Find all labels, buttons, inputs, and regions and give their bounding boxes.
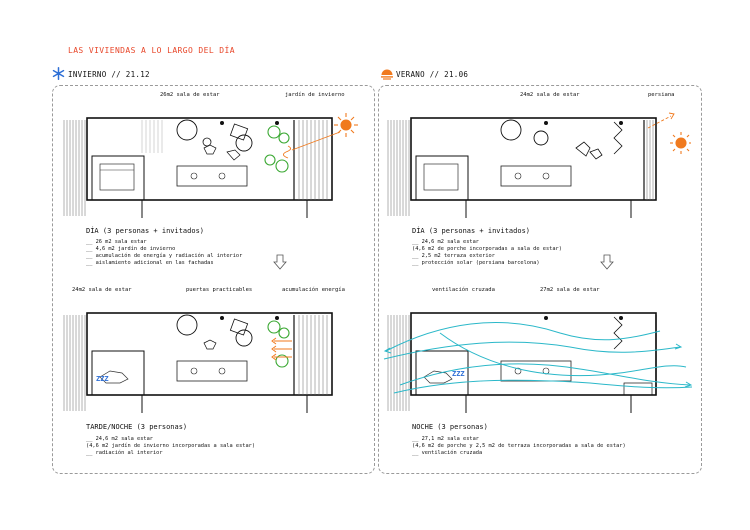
list-item: __ aislamiento adicional en las fachadas [86,260,214,266]
summer-day-title: DÍA (3 personas + invitados) [412,227,531,235]
winter-day-floor-plan [63,113,358,218]
list-item: __ 24,6 m2 sala estar [412,239,479,245]
down-arrow-icon [273,254,287,270]
winter-day-title: DÍA (3 personas + invitados) [86,227,205,235]
summer-night-title: NOCHE (3 personas) [412,423,488,431]
winter-day-list: __ 26 m2 sala estar __ 4,6 m2 jardín de … [86,239,242,267]
bed [99,163,135,191]
winter-night-callout-2: puertas practicables [186,287,253,293]
list-item: __ ventilación cruzada [412,450,483,456]
winter-night-callout-3: acumulación energía [282,287,345,293]
winter-day-callout-1: 26m2 sala de estar [160,92,220,98]
list-item: __ 26 m2 sala estar [86,239,147,245]
winter-night-title: TARDE/NOCHE (3 personas) [86,423,188,431]
list-item: (4,6 m2 de porche y 2,5 m2 de terraza in… [412,443,626,449]
summer-night-callout-1: ventilación cruzada [432,287,495,293]
plan-outline [86,117,333,201]
down-arrow-icon [600,254,614,270]
summer-night-list: __ 27,1 m2 sala estar (4,6 m2 de porche … [412,436,626,457]
list-item: (4,6 m2 jardín de invierno incorporadas … [86,443,256,449]
list-item: __ 24,6 m2 sala estar [86,436,153,442]
summer-day-callout-1: 24m2 sala de estar [520,92,580,98]
sun-icon [334,113,358,137]
summer-night-floor-plan [383,312,693,413]
winter-panel [52,85,375,474]
winter-garden-plants [264,125,290,173]
persiana-zigzag [613,121,623,155]
hatched-terrace [63,120,86,216]
sun-icon [670,132,691,154]
summer-day-floor-plan [387,112,691,218]
kitchen-counter [176,165,248,187]
list-item: __ 2,5 m2 terraza exterior [412,253,495,259]
list-item: (4,6 m2 de porche incorporadas a sala de… [412,246,562,252]
winter-day-callout-2: jardín de invierno [285,92,345,98]
summer-season-text: VERANO // 21.06 [396,70,469,79]
list-item: __ radiación al interior [86,450,163,456]
radiation-arrows [271,337,292,361]
page-title: LAS VIVIENDAS A LO LARGO DEL DÍA [68,46,235,55]
sun-horizon-icon [381,69,393,80]
summer-day-list: __ 24,6 m2 sala estar (4,6 m2 de porche … [412,239,562,267]
winter-night-floor-plan [63,312,333,413]
summer-night-callout-2: 27m2 sala de estar [540,287,600,293]
sleep-text: ZZZ [96,375,109,383]
bedroom [91,155,145,201]
list-item: __ 27,1 m2 sala estar [412,436,479,442]
winter-night-callout-1: 24m2 sala de estar [72,287,132,293]
list-item: __ protección solar (persiana barcelona) [412,260,540,266]
list-item: __ acumulación de energía y radiación al… [86,253,243,259]
winter-season-text: INVIERNO // 21.12 [68,70,150,79]
winter-night-list: __ 24,6 m2 sala estar (4,6 m2 jardín de … [86,436,255,457]
sleep-text: ZZZ [452,370,465,378]
sun-ray-arrow [291,131,341,151]
sun-ray-reflected [647,115,672,129]
snowflake-icon [52,67,65,80]
list-item: __ 4,6 m2 jardín de invierno [86,246,176,252]
summer-day-callout-2: persiana [648,92,675,98]
summer-panel [378,85,702,474]
cross-ventilation-flows [383,322,693,394]
